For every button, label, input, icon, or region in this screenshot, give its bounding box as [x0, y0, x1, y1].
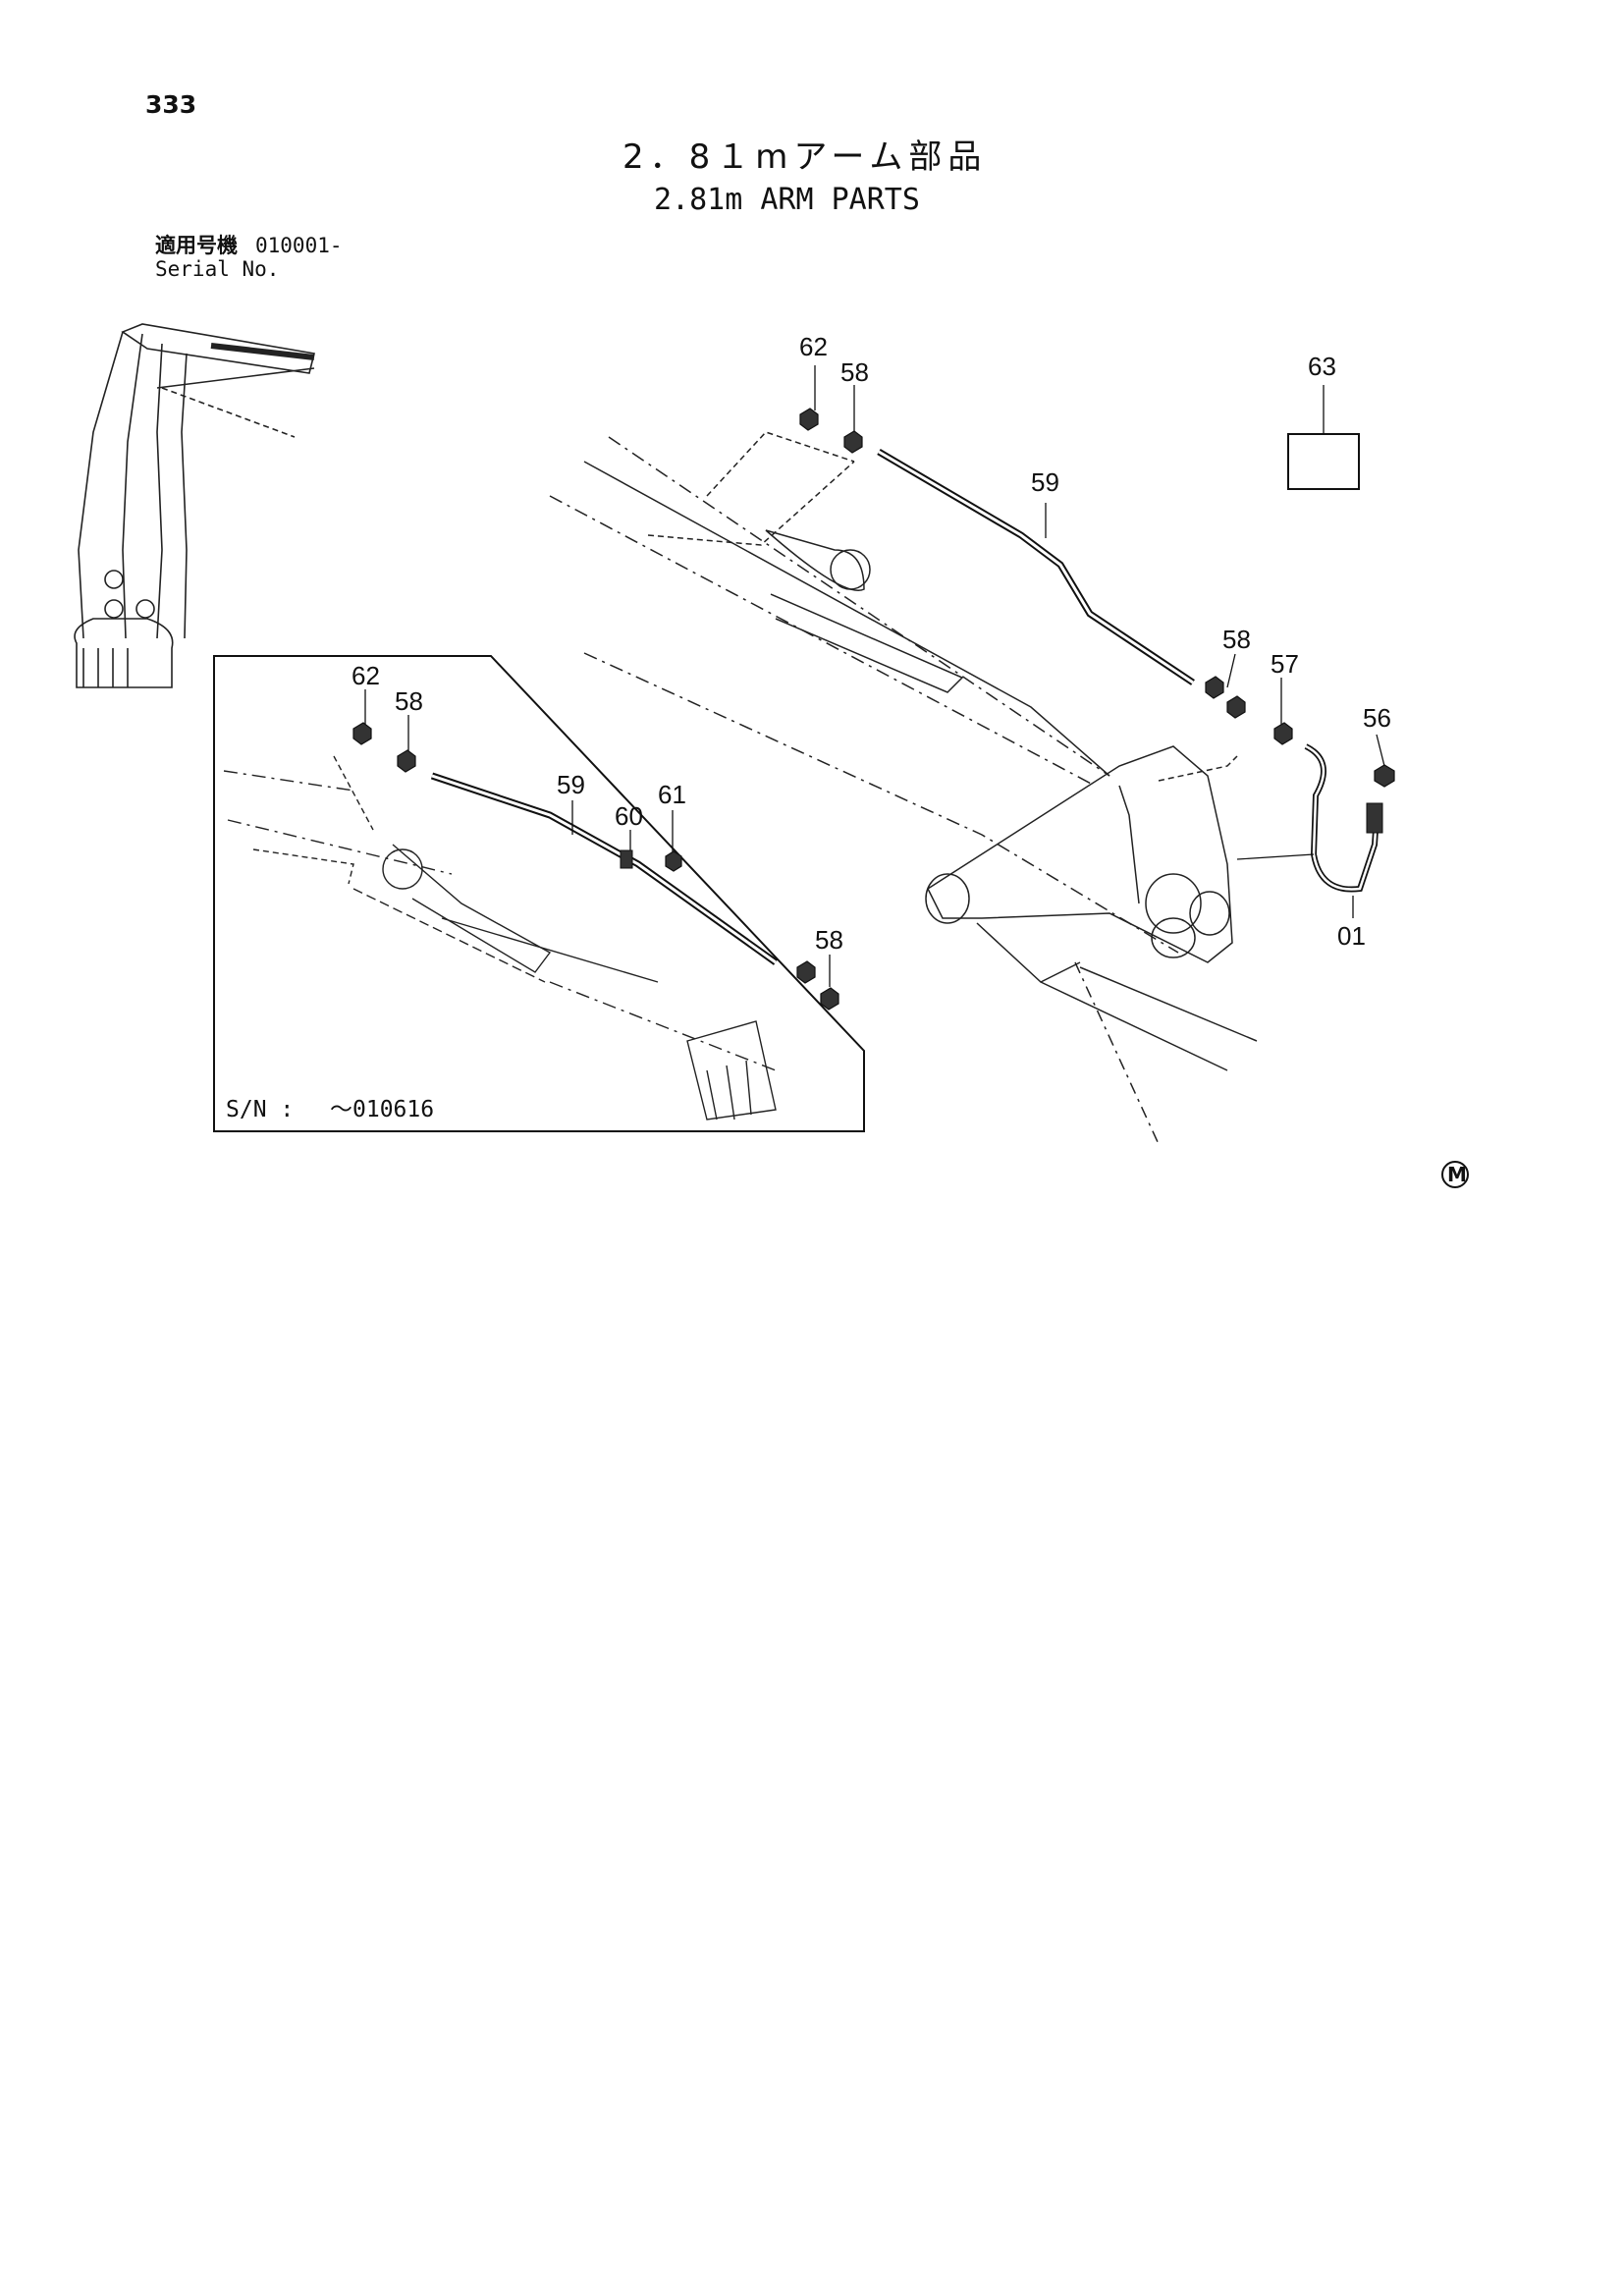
inset-callout-60: 60	[615, 801, 643, 831]
part-63-box	[1287, 433, 1360, 490]
hose-01	[1236, 743, 1383, 893]
grease-pipe-59	[877, 448, 1195, 685]
inset-sn-label: S/N :	[226, 1097, 294, 1122]
leader-lines-main	[814, 365, 1385, 918]
serial-applicability: 適用号機 010001- Serial No.	[155, 234, 343, 281]
circled-m-mark: M	[1441, 1161, 1469, 1188]
inset-callout-62: 62	[352, 661, 380, 690]
page-number: 333	[145, 90, 197, 119]
inset-callout-59: 59	[557, 770, 585, 799]
callout-59: 59	[1031, 467, 1059, 497]
callout-58-lower: 58	[1222, 625, 1251, 654]
page-title-japanese: 2．8１mアーム部品	[622, 137, 988, 177]
serial-range: 010001-	[255, 234, 343, 257]
inset-sn-value: ～010616	[330, 1097, 434, 1122]
inset-callout-58-upper: 58	[395, 686, 423, 716]
callout-63: 63	[1308, 352, 1336, 381]
serial-label-japanese: 適用号機	[155, 234, 238, 257]
callout-01: 01	[1337, 921, 1366, 951]
inset-early-serial: 62 58 59 60 61 58 S/N : ～010616	[213, 655, 865, 1132]
callout-57: 57	[1271, 649, 1299, 679]
callout-56: 56	[1363, 703, 1391, 733]
inset-callout-58-lower: 58	[815, 925, 843, 955]
page-title-english: 2.81m ARM PARTS	[654, 183, 920, 217]
fittings-main	[799, 408, 1395, 788]
inset-callout-61: 61	[658, 780, 686, 809]
mark-letter: M	[1447, 1163, 1467, 1186]
arm-body	[549, 431, 1258, 1145]
callout-62: 62	[799, 332, 828, 361]
serial-label-english: Serial No.	[155, 257, 280, 281]
serial-row-jp: 適用号機 010001-	[155, 234, 343, 257]
callout-58-upper: 58	[840, 357, 869, 387]
excavator-overview-sketch	[74, 323, 315, 688]
